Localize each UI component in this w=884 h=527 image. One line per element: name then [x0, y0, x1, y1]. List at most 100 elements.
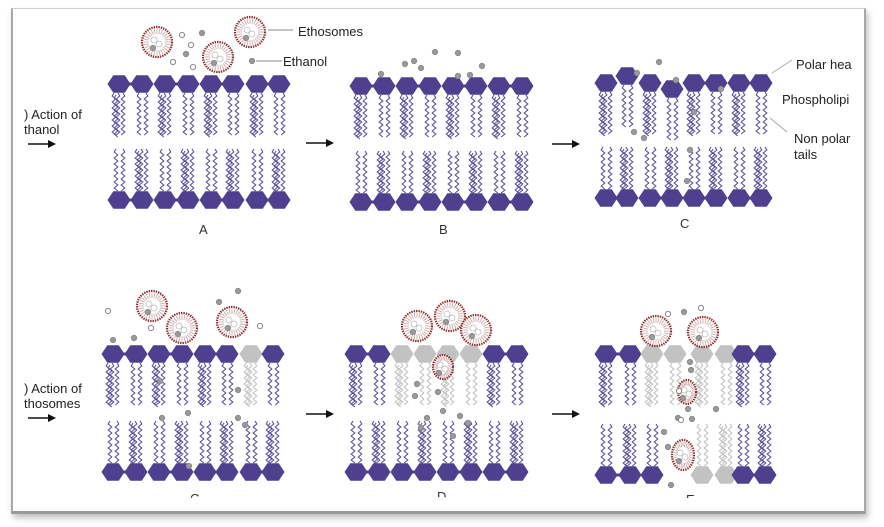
ethosome-lipid	[186, 317, 191, 322]
ethosome-core	[696, 326, 704, 334]
panel-c2-top-lipid-tail	[274, 362, 280, 406]
ethosome-lipid	[465, 321, 470, 326]
ethosome-fragment-lipid	[687, 446, 692, 451]
ethosome-fragment-lipid	[688, 456, 693, 459]
panel-e-top-lipid-tail	[759, 362, 765, 406]
panel-e-bottom-lipid-tail	[646, 423, 652, 467]
panel-d-bottom-lipid-tail	[350, 420, 356, 464]
ethanol-molecule	[234, 414, 242, 422]
ethosome-lipid	[254, 21, 259, 26]
ethosome-lipid	[233, 308, 236, 315]
panel-d-top-lipid-tail	[380, 362, 386, 406]
ethosome-lipid	[183, 335, 186, 342]
panel-c2-top-lipid-tail	[160, 362, 166, 406]
ethosome-lipid	[189, 329, 196, 332]
ethanol-molecule	[417, 64, 425, 72]
ethosome-lipid	[239, 315, 245, 319]
ethosome-lipid	[424, 329, 430, 333]
panel-e-top-lipid-tail	[669, 362, 675, 406]
ethosome-fragment-lipid	[674, 446, 679, 451]
panel-c-bottom-lipid-head	[704, 189, 728, 207]
ethosome-lipid	[205, 50, 211, 54]
panel-c2-bottom-lipid-tail	[176, 422, 182, 466]
ethosome-lipid	[225, 60, 231, 64]
panel-label-c: C	[680, 216, 690, 231]
panel-c2-bottom-lipid-tail	[221, 422, 227, 466]
ethosome-lipid	[251, 18, 254, 25]
panel-a-top-lipid-tail	[166, 92, 172, 136]
ethosome-lipid	[446, 302, 449, 309]
panel-b-top-lipid-tail	[424, 94, 430, 138]
panel-b-bottom-lipid-tail	[362, 150, 368, 194]
panel-b-bottom-lipid-tail	[493, 150, 499, 194]
panel-b-bottom-lipid-head	[395, 193, 419, 211]
panel-c2-top-lipid-tail	[206, 362, 212, 406]
ethosome-lipid	[454, 322, 459, 327]
ethosome-lipid	[643, 324, 649, 328]
ethosome-lipid	[164, 43, 171, 46]
label-polar-head: Polar hea	[796, 57, 852, 72]
panel-c-top-lipid-head	[749, 74, 773, 92]
panel-c-top-lipid-tail	[673, 97, 679, 141]
ethosome-lipid	[453, 303, 457, 309]
panel-e-top-lipid-tail	[696, 364, 702, 408]
panel-a-top-lipid-tail	[143, 92, 149, 136]
ethosome-lipid	[239, 318, 246, 321]
panel-b-bottom-lipid-tail	[431, 150, 437, 194]
ethosome-lipid	[690, 335, 696, 339]
panel-c2-top-lipid-tail	[130, 362, 136, 406]
ethosome-lipid	[465, 334, 470, 339]
ethanol-molecule	[248, 57, 256, 65]
ethosome-fusing-lipid	[443, 356, 446, 361]
panel-c-top-lipid-head	[660, 80, 684, 98]
ethosome-lipid	[690, 325, 696, 329]
ethosome-lipid	[221, 44, 225, 50]
panel-c2-top-lipid-head	[261, 345, 285, 363]
panel-d-top-lipid-tail	[350, 364, 356, 408]
ethosome-lipid	[659, 338, 663, 344]
ethanol-molecule	[717, 85, 725, 93]
ethanol-molecule	[677, 416, 685, 424]
panel-d-bottom-lipid-tail	[396, 420, 402, 464]
ethosome-penetrating-lipid	[683, 382, 686, 387]
ethosome-lipid	[169, 331, 175, 335]
ethosome-lipid	[479, 337, 483, 343]
ethosome-lipid	[224, 48, 229, 53]
ethanol-molecule	[109, 336, 117, 344]
panel-d-top-lipid-head	[505, 345, 529, 363]
ethosome-lipid	[246, 39, 249, 46]
ethosome-core	[701, 330, 709, 338]
ethosome-lipid	[143, 38, 150, 41]
panel-a-bottom-lipid-head	[245, 191, 269, 209]
ethosome-ethanol	[174, 330, 182, 338]
ethosome-lipid	[420, 313, 424, 319]
panel-e-bottom-lipid-head	[690, 466, 714, 484]
panel-b-bottom-lipid-head	[418, 193, 442, 211]
panel-a-bottom-lipid-tail	[136, 150, 142, 194]
panel-c2-bottom-lipid-head	[215, 463, 239, 481]
panel-b-top-lipid-tail	[355, 96, 361, 140]
ethosome-fragment-lipid	[685, 462, 688, 468]
ethosome-lipid	[221, 326, 226, 331]
ethosome-core	[150, 304, 158, 312]
panel-c2-bottom-lipid-head	[239, 463, 263, 481]
panel-e-top-lipid-tail	[600, 364, 606, 408]
ethosome-lipid	[477, 316, 480, 323]
panel-c-top-lipid-tail	[644, 93, 650, 137]
ethosome-lipid	[421, 332, 426, 337]
panel-a-top-lipid-tail	[182, 92, 188, 136]
ethosome-ethanol	[695, 334, 703, 342]
row2-title-line1: ) Action of	[24, 381, 82, 396]
panel-a-bottom-lipid-head	[221, 191, 245, 209]
ethosome-core	[474, 328, 482, 336]
ethosome-lipid	[457, 309, 463, 313]
panel-d-top-lipid-head	[344, 345, 368, 363]
panel-c2-top-lipid-tail	[221, 362, 227, 406]
ethosome-lipid	[663, 332, 670, 335]
ethosome-lipid	[456, 307, 461, 312]
panel-a-bottom-lipid-head	[267, 191, 291, 209]
panel-b-top-lipid-tail	[516, 94, 522, 138]
panel-a-top-lipid-head	[176, 75, 200, 93]
ethosome-penetrating-lipid	[690, 384, 694, 389]
ethosome-fragment-ethanol	[675, 457, 683, 465]
